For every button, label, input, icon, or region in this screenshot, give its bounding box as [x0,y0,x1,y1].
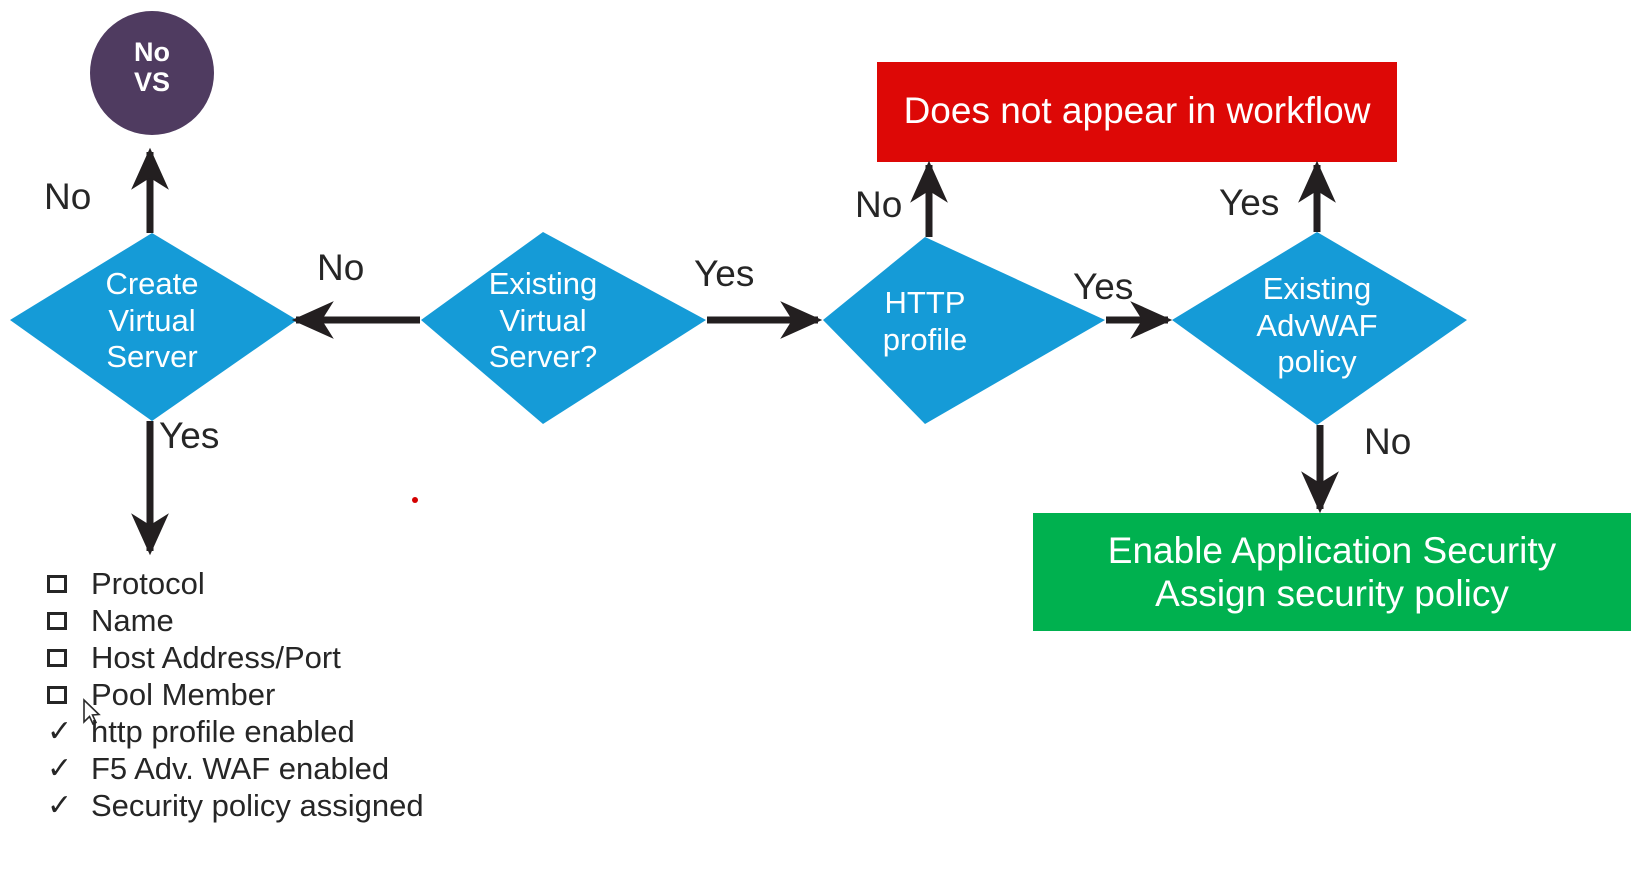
node-http-profile-diamond[interactable] [823,237,1105,424]
checklist-item[interactable]: Protocol [40,565,560,602]
checkbox-icon[interactable] [40,574,88,593]
node-does-not-appear-label: Does not appear in workflow [903,90,1371,131]
checklist-item-label: Pool Member [91,676,276,712]
checkbox-icon[interactable] [40,685,88,704]
node-existing-advwaf-diamond[interactable] [1172,232,1467,425]
node-existing-virtual-server-diamond[interactable] [421,232,706,424]
node-create-virtual-server-diamond[interactable] [10,233,297,421]
checkmark-icon: ✓ [47,713,73,749]
checklist-item-label: Protocol [91,565,205,601]
edge-label-existing-vs-to-create-vs: No [317,247,365,288]
edge-label-http-profile-to-does-not-appear: No [855,184,903,225]
requirements-checklist: Protocol Name Host Address/Port Pool Mem… [40,565,560,824]
node-enable-app-security-box[interactable] [1033,513,1631,631]
edge-label-create-vs-to-checklist: Yes [159,415,220,456]
checklist-item[interactable]: Pool Member [40,676,560,713]
node-no-vs-label: No VS [133,37,171,97]
edge-label-existing-advwaf-to-does-not-appear: Yes [1219,182,1280,223]
checklist-item-label: F5 Adv. WAF enabled [91,750,390,786]
node-no-vs-circle[interactable] [90,11,214,135]
checklist-item-label: Security policy assigned [91,787,424,823]
checkbox-icon[interactable] [40,611,88,630]
checklist-item-label: http profile enabled [91,713,355,749]
checkmark-icon: ✓ [47,750,73,786]
node-does-not-appear-box[interactable] [877,62,1397,162]
checklist-item-label: Host Address/Port [91,639,341,675]
checkmark-icon: ✓ [47,787,73,823]
edge-label-existing-advwaf-to-enable-app-security: No [1364,421,1412,462]
checklist-item[interactable]: Name [40,602,560,639]
checkbox-icon[interactable] [40,648,88,667]
checklist-item-label: Name [91,602,174,638]
checklist-item[interactable]: ✓ F5 Adv. WAF enabled [40,750,560,787]
checklist-item[interactable]: ✓ Security policy assigned [40,787,560,824]
edge-label-http-profile-to-existing-advwaf: Yes [1073,266,1134,307]
red-annotation-dot [412,497,418,503]
checklist-item[interactable]: Host Address/Port [40,639,560,676]
edge-label-create-vs-to-no-vs: No [44,176,92,217]
node-enable-app-security-label: Enable Application Security Assign secur… [1107,530,1557,614]
checklist-item[interactable]: ✓ http profile enabled [40,713,560,750]
edge-label-existing-vs-to-http-profile: Yes [694,253,755,294]
